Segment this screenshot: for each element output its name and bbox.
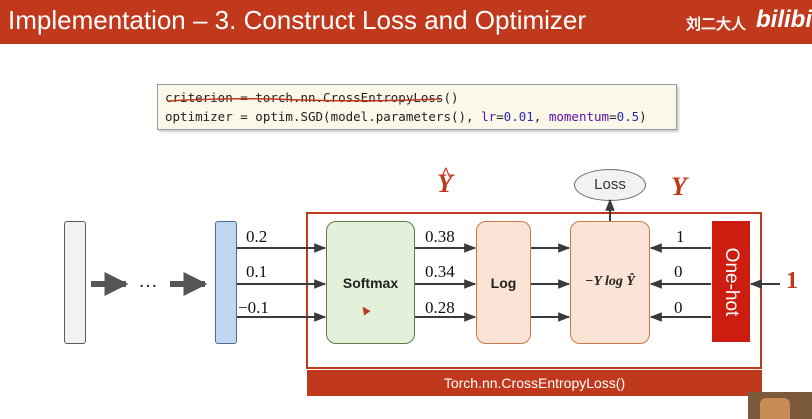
class-index-label: 1 xyxy=(786,268,798,294)
hat-mark: ^ xyxy=(440,164,452,186)
code-underline-annotation xyxy=(167,97,441,102)
code-number: 0.5 xyxy=(616,109,640,124)
code-keyword: momentum xyxy=(548,109,610,124)
cross-entropy-node: −Y log Ŷ xyxy=(570,221,650,344)
y-hat-label: ^Y xyxy=(437,164,453,198)
target-value: 0 xyxy=(674,298,683,317)
input-layer xyxy=(64,221,86,344)
output-layer xyxy=(215,221,237,344)
bilibili-logo: bilibi xyxy=(756,6,812,33)
log-node: Log xyxy=(476,221,531,344)
onehot-label: One-hot xyxy=(721,247,742,316)
softmax-node: Softmax xyxy=(326,221,415,344)
loss-node: Loss xyxy=(574,169,646,201)
logit-value: 0.1 xyxy=(246,262,268,281)
prob-value: 0.38 xyxy=(425,227,455,246)
onehot-node: One-hot xyxy=(712,221,750,342)
logit-value: −0.1 xyxy=(238,298,269,317)
logit-value: 0.2 xyxy=(246,227,268,246)
frame-caption: Torch.nn.CrossEntropyLoss() xyxy=(307,370,762,396)
y-hat-letter: Y xyxy=(437,169,453,198)
prob-value: 0.28 xyxy=(425,298,455,317)
title-bar: Implementation – 3. Construct Loss and O… xyxy=(0,0,812,44)
cross-entropy-frame xyxy=(306,212,762,369)
code-snippet: criterion = torch.nn.CrossEntropyLoss() … xyxy=(157,84,677,130)
target-value: 0 xyxy=(674,262,683,281)
prob-value: 0.34 xyxy=(425,262,455,281)
code-text: optimizer = optim.SGD(model.parameters()… xyxy=(165,109,482,124)
code-text: () xyxy=(443,90,459,105)
code-text: ) xyxy=(639,109,647,124)
webcam-figure xyxy=(760,398,790,419)
target-value: 1 xyxy=(676,227,685,246)
code-text: , xyxy=(533,109,549,124)
author-watermark: 刘二大人 xyxy=(686,16,747,33)
slide-title: Implementation – 3. Construct Loss and O… xyxy=(8,5,587,35)
webcam-thumbnail xyxy=(748,392,812,419)
code-number: 0.01 xyxy=(503,109,534,124)
code-text: criterion = torch.nn. xyxy=(165,90,324,105)
code-line-optimizer: optimizer = optim.SGD(model.parameters()… xyxy=(165,109,647,124)
code-line-criterion: criterion = torch.nn.CrossEntropyLoss() xyxy=(165,90,459,105)
code-keyword: lr xyxy=(481,109,497,124)
y-label: Y xyxy=(671,172,687,201)
ellipsis: … xyxy=(138,270,158,292)
cross-entropy-formula: −Y log Ŷ xyxy=(585,274,635,289)
